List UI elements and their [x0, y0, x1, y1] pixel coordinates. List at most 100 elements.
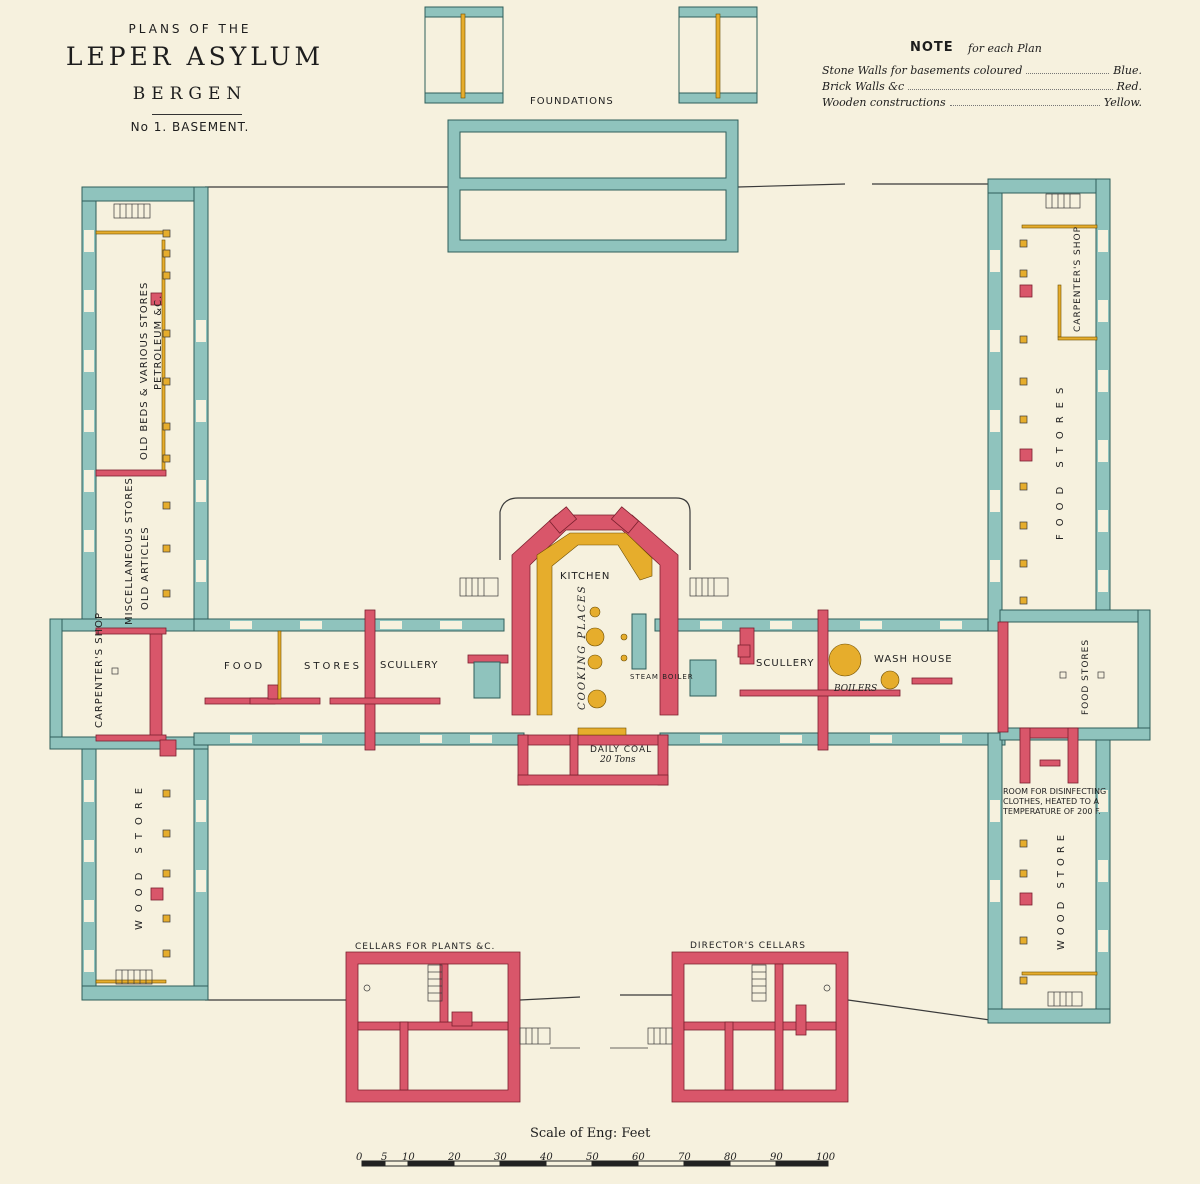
brick-partition [329, 697, 441, 705]
coal-wall-top [517, 734, 669, 746]
kitchen-forecourt-outline [499, 497, 691, 570]
shop-marker [111, 667, 119, 675]
stone-fixtures [473, 613, 717, 699]
boiler-small [880, 670, 900, 690]
scale-tick: 10 [402, 1152, 415, 1163]
stone-wall-corridor-top-left [193, 618, 505, 632]
timber-partition [1021, 971, 1098, 976]
brick-partition [249, 697, 321, 705]
scale-bar [361, 1160, 829, 1167]
disinfect-wall [1019, 727, 1031, 784]
shop-marker [1059, 671, 1067, 679]
stair-directors [751, 964, 767, 1002]
brick-partition [95, 734, 167, 742]
cooking-place [620, 633, 628, 641]
coal-partition [569, 734, 579, 776]
label-wood-store-right: WOOD STORE [1056, 830, 1067, 950]
scale-tick: 70 [678, 1152, 691, 1163]
cellar-wall [774, 963, 784, 1091]
window-openings [84, 230, 1108, 972]
stone-wall-foodstores-top [999, 609, 1151, 623]
stone-wall-foodstores-right [1137, 609, 1151, 741]
stair-cellar-entry-left [519, 1027, 551, 1045]
stair-kitchen-right [689, 577, 729, 597]
legend-row-wood: Wooden constructions Yellow. [822, 96, 1142, 109]
scale-tick: 20 [447, 1152, 461, 1163]
stone-wall-carpenter-left [49, 618, 63, 750]
scale-tick: 30 [494, 1152, 507, 1163]
legend-value: Red. [1116, 80, 1142, 93]
brick-partition [997, 621, 1009, 733]
label-wood-store-left: WOOD STORE [134, 780, 145, 930]
label-petroleum: PETROLEUM &C. [153, 295, 164, 390]
disinfect-wall [1039, 759, 1061, 767]
cooking-place [620, 654, 628, 662]
brick-partition [364, 609, 376, 751]
note-title: NOTE [910, 40, 954, 55]
cellar-wall [399, 1021, 409, 1091]
label-old-articles: OLD ARTICLES [140, 526, 151, 610]
scullery-tank-left [473, 661, 501, 699]
label-disinfect-1: ROOM FOR DISINFECTING [1003, 787, 1106, 796]
label-old-beds: OLD BEDS & VARIOUS STORES [139, 282, 150, 460]
cooking-place [585, 627, 605, 647]
label-wash-house: WASH HOUSE [874, 654, 953, 665]
brick-pier [159, 739, 177, 757]
brick-pier [737, 644, 751, 658]
legend-value: Yellow. [1103, 96, 1142, 109]
cellar-wall [683, 1021, 837, 1031]
label-scullery-left: SCULLERY [380, 660, 439, 671]
directors-cellars-outer [671, 951, 849, 1103]
scale-tick: 60 [632, 1152, 645, 1163]
timber-partition [277, 630, 282, 700]
kitchen-timber [536, 532, 653, 716]
stair-cellar-entry-right [647, 1027, 673, 1045]
note-subtitle: for each Plan [968, 42, 1042, 55]
stair-left-bottom [115, 969, 153, 985]
timber-partition [1057, 336, 1098, 341]
scale-title: Scale of Eng: Feet [530, 1126, 651, 1141]
coal-wall-bottom [517, 774, 669, 786]
timber-partition [1021, 224, 1098, 229]
cooking-place [589, 606, 601, 618]
scullery-tank-right [689, 659, 717, 697]
brick-partition [817, 609, 829, 751]
timber-partition [95, 230, 167, 235]
cooking-place [587, 654, 603, 670]
stone-wall-right-top [987, 178, 1111, 194]
label-cooking-places: COOKING PLACES [577, 584, 588, 710]
label-daily-coal: DAILY COAL [590, 745, 652, 755]
brick-partition [739, 689, 901, 697]
cellar-wall [795, 1004, 807, 1036]
boundary-line [737, 183, 846, 188]
cellars [345, 951, 849, 1103]
label-coal-tons: 20 Tons [599, 755, 636, 765]
label-misc-stores: MISCELLANEOUS STORES [124, 477, 135, 625]
label-foundations: FOUNDATIONS [530, 96, 614, 107]
brick-walls [95, 284, 1079, 906]
foundation-block [447, 119, 739, 253]
timber-post [460, 13, 466, 99]
timber-partition [1057, 284, 1062, 338]
legend-label: Wooden constructions [822, 96, 946, 109]
wooden-constructions [95, 224, 1098, 984]
label-food-stores-small: FOOD STORES [1081, 639, 1091, 715]
cellar-wall [724, 1021, 734, 1091]
stair-left-top [113, 203, 151, 219]
legend-dots [949, 96, 1100, 106]
stair-right-top [1045, 193, 1081, 209]
scale-tick: 80 [724, 1152, 737, 1163]
foundations [424, 6, 758, 253]
stair-kitchen-left [459, 577, 499, 597]
brick-pier [1019, 892, 1033, 906]
title-rule [152, 114, 242, 115]
coal-bin [577, 727, 627, 736]
stone-wall-right-inner-lower [987, 732, 1003, 1024]
scale-tick: 40 [539, 1152, 553, 1163]
brick-pier [150, 887, 164, 901]
label-carpenters-shop-right: CARPENTER'S SHOP [1073, 226, 1083, 332]
steam-boiler [631, 613, 647, 670]
